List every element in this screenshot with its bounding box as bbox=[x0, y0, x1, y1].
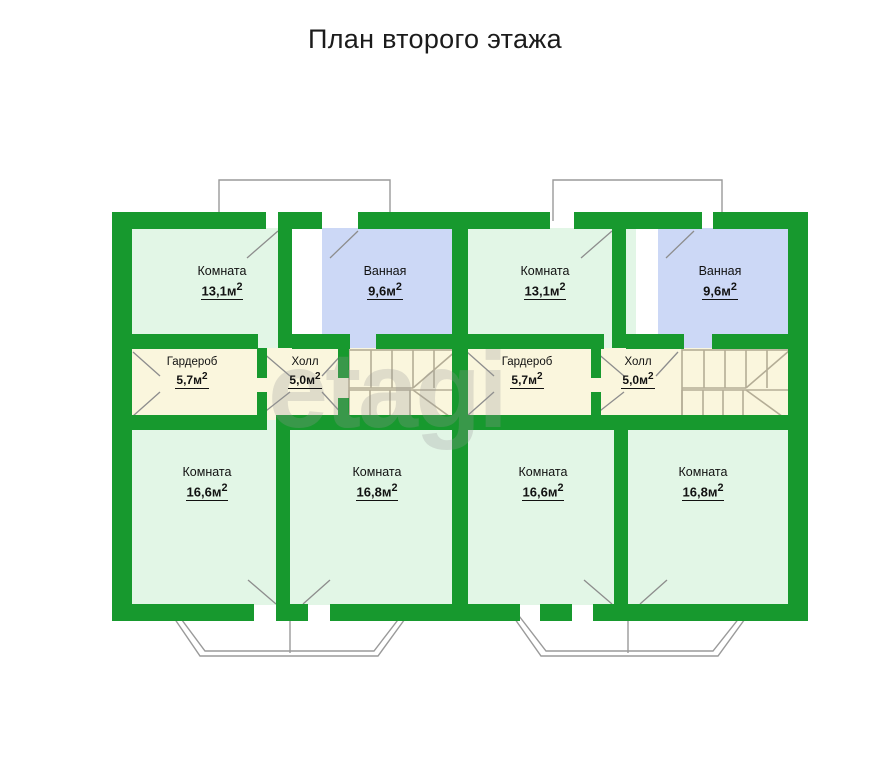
room-fill-right-bedroom-bl bbox=[466, 420, 616, 605]
room-fill-left-wardrobe bbox=[132, 348, 257, 420]
wall-interior-vertical bbox=[278, 229, 292, 348]
wall-interior-horizontal bbox=[292, 334, 350, 349]
room-fill-right-wardrobe bbox=[466, 348, 591, 420]
balcony-top-right bbox=[552, 179, 723, 221]
wall-interior-vertical bbox=[338, 398, 349, 422]
wall-interior-horizontal bbox=[290, 415, 452, 430]
room-fill-left-hall bbox=[257, 348, 452, 420]
door-leaf bbox=[665, 230, 695, 259]
wall-interior-horizontal bbox=[456, 334, 604, 349]
balcony-bottom-right-inner bbox=[515, 611, 745, 652]
wall-interior-vertical bbox=[257, 392, 267, 422]
wall-interior-vertical bbox=[338, 348, 349, 378]
wall-top bbox=[112, 212, 266, 229]
room-fills bbox=[132, 228, 788, 605]
door-leaf bbox=[302, 579, 331, 605]
wall-bottom bbox=[540, 604, 572, 621]
wall-interior-vertical bbox=[591, 348, 601, 378]
wall-bottom bbox=[112, 604, 254, 621]
wall-right-outer bbox=[788, 212, 808, 621]
wall-interior-vertical bbox=[614, 415, 628, 621]
door-leaf bbox=[580, 230, 613, 259]
wall-bottom bbox=[330, 604, 520, 621]
balcony-bottom-right-outer bbox=[509, 611, 751, 657]
wall-interior-horizontal bbox=[626, 334, 684, 349]
balcony-outlines bbox=[169, 179, 751, 657]
room-fill-right-hall bbox=[591, 348, 788, 420]
door-leaf bbox=[466, 391, 495, 417]
wall-interior-horizontal bbox=[456, 415, 616, 430]
door-leaf bbox=[639, 579, 668, 605]
wall-top bbox=[278, 212, 322, 229]
wall-top bbox=[574, 212, 702, 229]
walls bbox=[112, 212, 808, 621]
wall-interior-horizontal bbox=[628, 415, 788, 430]
room-fill-right-bedroom-top bbox=[466, 228, 636, 348]
wall-interior-vertical bbox=[612, 229, 626, 348]
door-leaf bbox=[466, 351, 495, 377]
door-leaf bbox=[132, 391, 161, 417]
wall-interior-horizontal bbox=[712, 334, 788, 349]
staircase-right bbox=[681, 349, 791, 423]
wall-bottom bbox=[593, 604, 808, 621]
door-leaf bbox=[583, 579, 613, 605]
wall-interior-vertical bbox=[276, 415, 290, 621]
wall-interior-vertical bbox=[591, 392, 601, 422]
door-leaf bbox=[247, 579, 277, 605]
room-fill-left-bathroom bbox=[322, 228, 452, 348]
door-leaf bbox=[655, 351, 679, 377]
door-leaf bbox=[132, 351, 161, 377]
door-leaf bbox=[329, 230, 359, 259]
door-leaf bbox=[246, 230, 279, 259]
balcony-bottom-left-outer bbox=[169, 611, 411, 657]
room-fill-left-bedroom-bl bbox=[132, 420, 278, 605]
wall-interior-vertical bbox=[257, 348, 267, 378]
wall-top bbox=[713, 212, 808, 229]
room-fill-right-bathroom bbox=[658, 228, 788, 348]
wall-interior-horizontal bbox=[112, 334, 258, 349]
room-fill-right-bedroom-br bbox=[628, 420, 788, 605]
room-fill-left-bedroom-br bbox=[290, 420, 452, 605]
wall-interior-horizontal bbox=[112, 415, 267, 430]
room-fill-left-bedroom-top bbox=[132, 228, 278, 348]
page-title: План второго этажа bbox=[308, 24, 562, 54]
wall-interior-horizontal bbox=[376, 334, 452, 349]
balcony-top-left bbox=[218, 179, 391, 221]
